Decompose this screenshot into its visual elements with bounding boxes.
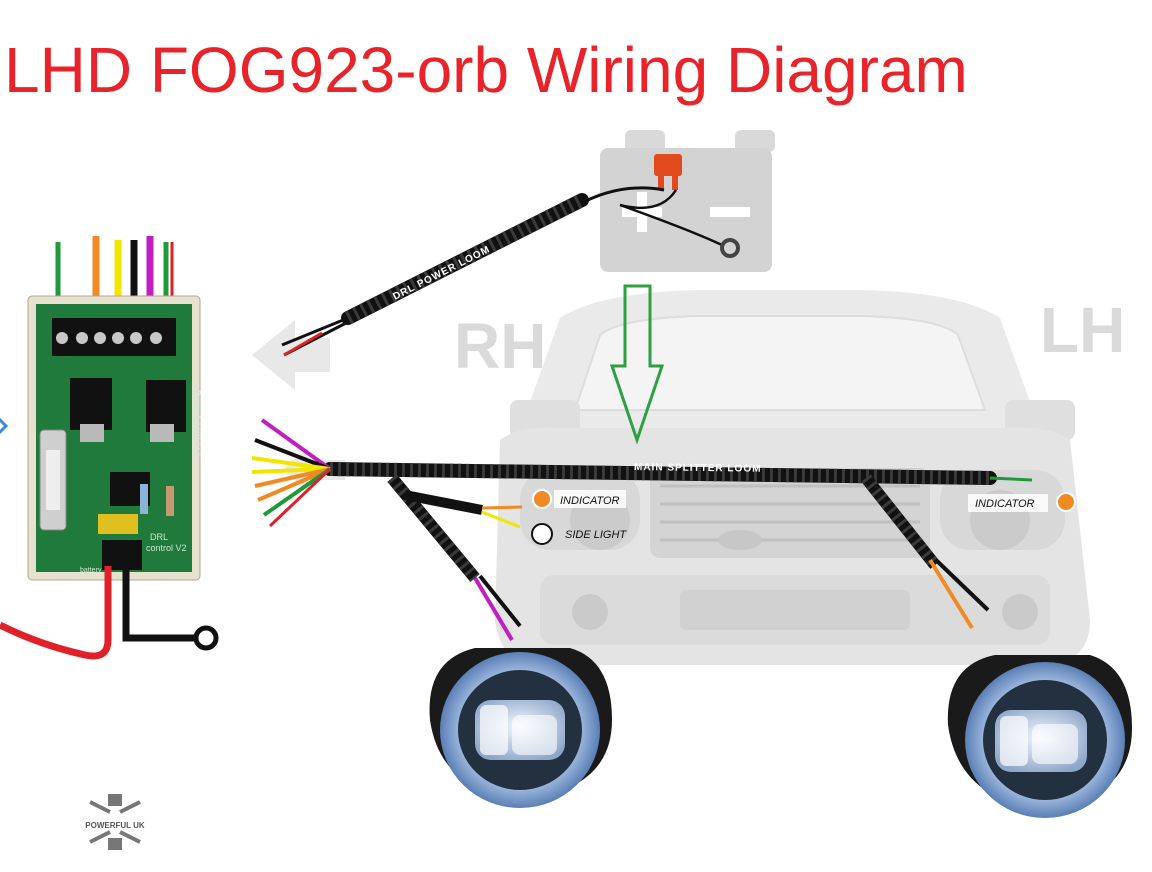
drl-power-loom bbox=[281, 193, 589, 357]
powerful-uk-logo: POWERFUL UK bbox=[85, 794, 145, 850]
fog-lamp-right bbox=[947, 655, 1132, 818]
indicator-left-dot bbox=[532, 489, 552, 509]
ring-terminal bbox=[720, 238, 740, 258]
left-edge-arrow bbox=[0, 417, 9, 435]
side-light-dot bbox=[531, 523, 553, 545]
indicator-right-dot bbox=[1056, 492, 1076, 512]
indicator-right-label: INDICATOR bbox=[975, 498, 1035, 510]
main-splitter-loom-label: MAIN SPLITTER LOOM bbox=[634, 462, 762, 475]
board-drl-label: DRL bbox=[150, 532, 168, 542]
drl-power-loom-label: DRL POWER LOOM bbox=[391, 244, 492, 303]
board-control-label: control V2 bbox=[146, 543, 187, 553]
board-battery-label: battery bbox=[80, 567, 102, 574]
power-flow-arrow bbox=[609, 284, 665, 445]
rh-label: RH bbox=[454, 310, 546, 382]
indicator-left-label: INDICATOR bbox=[560, 495, 620, 507]
fog-lamp-left bbox=[429, 648, 612, 808]
main-splitter-loom bbox=[251, 418, 1033, 642]
side-light-label: SIDE LIGHT bbox=[565, 529, 627, 541]
drl-control-board bbox=[27, 236, 201, 581]
board-battery-wires bbox=[0, 566, 219, 660]
car-silhouette bbox=[495, 290, 1090, 750]
battery-icon bbox=[600, 130, 775, 272]
logo-text: POWERFUL UK bbox=[85, 821, 145, 830]
diagram-title: LHD FOG923-orb Wiring Diagram bbox=[4, 34, 968, 106]
fuse-icon bbox=[654, 154, 682, 190]
lh-label: LH bbox=[1040, 294, 1125, 366]
board-maker-label: Powerful UK Ltd bbox=[192, 390, 202, 455]
